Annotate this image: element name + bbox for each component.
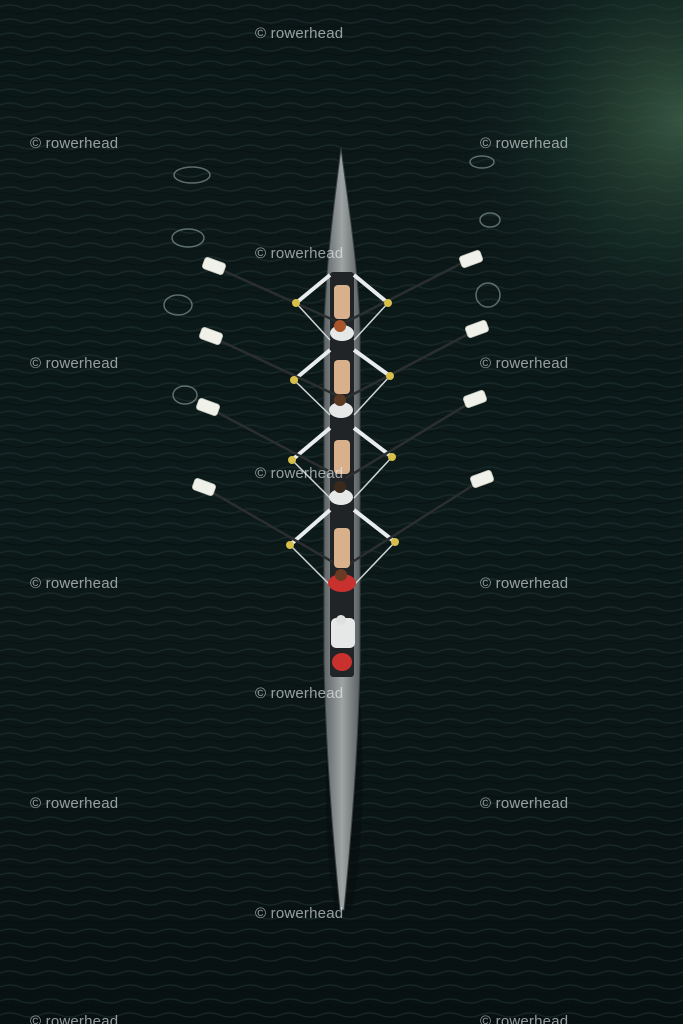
watermark: © rowerhead (480, 575, 569, 592)
watermark: © rowerhead (480, 795, 569, 812)
watermark: © rowerhead (255, 25, 344, 42)
watermark: © rowerhead (30, 135, 119, 152)
watermark: © rowerhead (480, 355, 569, 372)
watermark: © rowerhead (30, 1013, 119, 1024)
watermark: © rowerhead (255, 905, 344, 922)
watermark: © rowerhead (255, 245, 344, 262)
watermark: © rowerhead (255, 685, 344, 702)
oar-puddles (163, 155, 501, 405)
watermark: © rowerhead (480, 1013, 569, 1024)
watermark: © rowerhead (30, 575, 119, 592)
watermark: © rowerhead (255, 465, 344, 482)
watermark: © rowerhead (30, 355, 119, 372)
rowers (328, 285, 356, 671)
oar-blades (192, 250, 494, 496)
watermark: © rowerhead (30, 795, 119, 812)
watermark: © rowerhead (480, 135, 569, 152)
riggers-and-oars (202, 257, 484, 586)
